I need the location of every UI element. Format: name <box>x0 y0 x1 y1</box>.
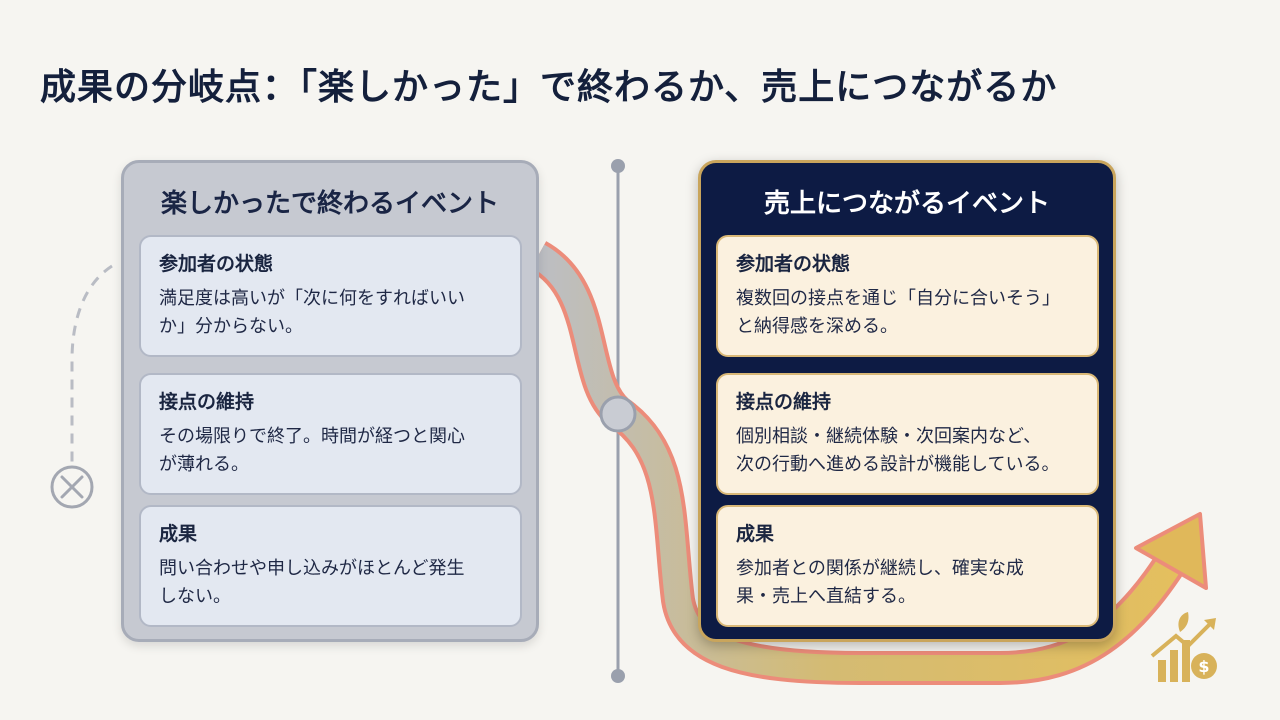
card-body-line: 複数回の接点を通じ「自分に合いそう」 <box>736 288 1060 309</box>
growth-dollar-icon: $ <box>1150 612 1217 682</box>
page-title: 成果の分岐点：「楽しかった」で終わるか、売上につながるか <box>40 67 1058 108</box>
panel-sales-event: 売上につながるイベント 参加者の状態 複数回の接点を通じ「自分に合いそう」 と納… <box>698 160 1116 642</box>
card-body-line: 個別相談・継続体験・次回案内など、 <box>736 426 1042 447</box>
panel-title: 楽しかったで終わるイベント <box>160 189 499 219</box>
card-participant-state: 参加者の状態 複数回の接点を通じ「自分に合いそう」 と納得感を深める。 <box>716 235 1099 357</box>
x-circle-icon <box>50 465 94 509</box>
card-body-line: か」分からない。 <box>159 316 303 337</box>
svg-text:$: $ <box>1198 657 1209 676</box>
card-body-line: が薄れる。 <box>159 454 249 475</box>
card-results: 成果 問い合わせや申し込みがほとんど発生 しない。 <box>139 505 522 627</box>
card-body-line: 参加者との関係が継続し、確実な成 <box>736 558 1024 579</box>
card-body-line: 問い合わせや申し込みがほとんど発生 <box>159 558 465 579</box>
card-heading: 参加者の状態 <box>159 253 274 275</box>
card-heading: 参加者の状態 <box>736 253 851 275</box>
dead-end-dashed-path <box>70 264 113 462</box>
card-body: 複数回の接点を通じ「自分に合いそう」 と納得感を深める。 <box>736 285 1079 341</box>
card-heading: 接点の維持 <box>159 391 255 413</box>
card-body-line: 果・売上へ直結する。 <box>736 586 916 607</box>
card-heading: 成果 <box>159 523 198 545</box>
card-body-line: その場限りで終了。時間が経つと関心 <box>159 426 465 447</box>
card-heading: 接点の維持 <box>736 391 832 413</box>
card-body: 個別相談・継続体験・次回案内など、 次の行動へ進める設計が機能している。 <box>736 423 1079 479</box>
card-body: 問い合わせや申し込みがほとんど発生 しない。 <box>159 555 502 611</box>
progression-arrow-head <box>1134 512 1208 590</box>
card-heading: 成果 <box>736 523 775 545</box>
card-results: 成果 参加者との関係が継続し、確実な成 果・売上へ直結する。 <box>716 505 1099 627</box>
divider-junction <box>599 395 637 433</box>
panel-title: 売上につながるイベント <box>763 189 1050 219</box>
card-body-line: と納得感を深める。 <box>736 316 898 337</box>
card-body-line: 満足度は高いが「次に何をすればいい <box>159 288 465 309</box>
card-body-line: しない。 <box>159 586 231 607</box>
card-contact-maintenance: 接点の維持 その場限りで終了。時間が経つと関心 が薄れる。 <box>139 373 522 495</box>
card-body-line: 次の行動へ進める設計が機能している。 <box>736 454 1060 475</box>
progression-path <box>530 244 1192 681</box>
card-body: 参加者との関係が継続し、確実な成 果・売上へ直結する。 <box>736 555 1079 611</box>
card-contact-maintenance: 接点の維持 個別相談・継続体験・次回案内など、 次の行動へ進める設計が機能してい… <box>716 373 1099 495</box>
panel-fun-only-event: 楽しかったで終わるイベント 参加者の状態 満足度は高いが「次に何をすればいい か… <box>121 160 539 642</box>
card-participant-state: 参加者の状態 満足度は高いが「次に何をすればいい か」分からない。 <box>139 235 522 357</box>
card-body: その場限りで終了。時間が経つと関心 が薄れる。 <box>159 423 502 479</box>
card-body: 満足度は高いが「次に何をすればいい か」分からない。 <box>159 285 502 341</box>
